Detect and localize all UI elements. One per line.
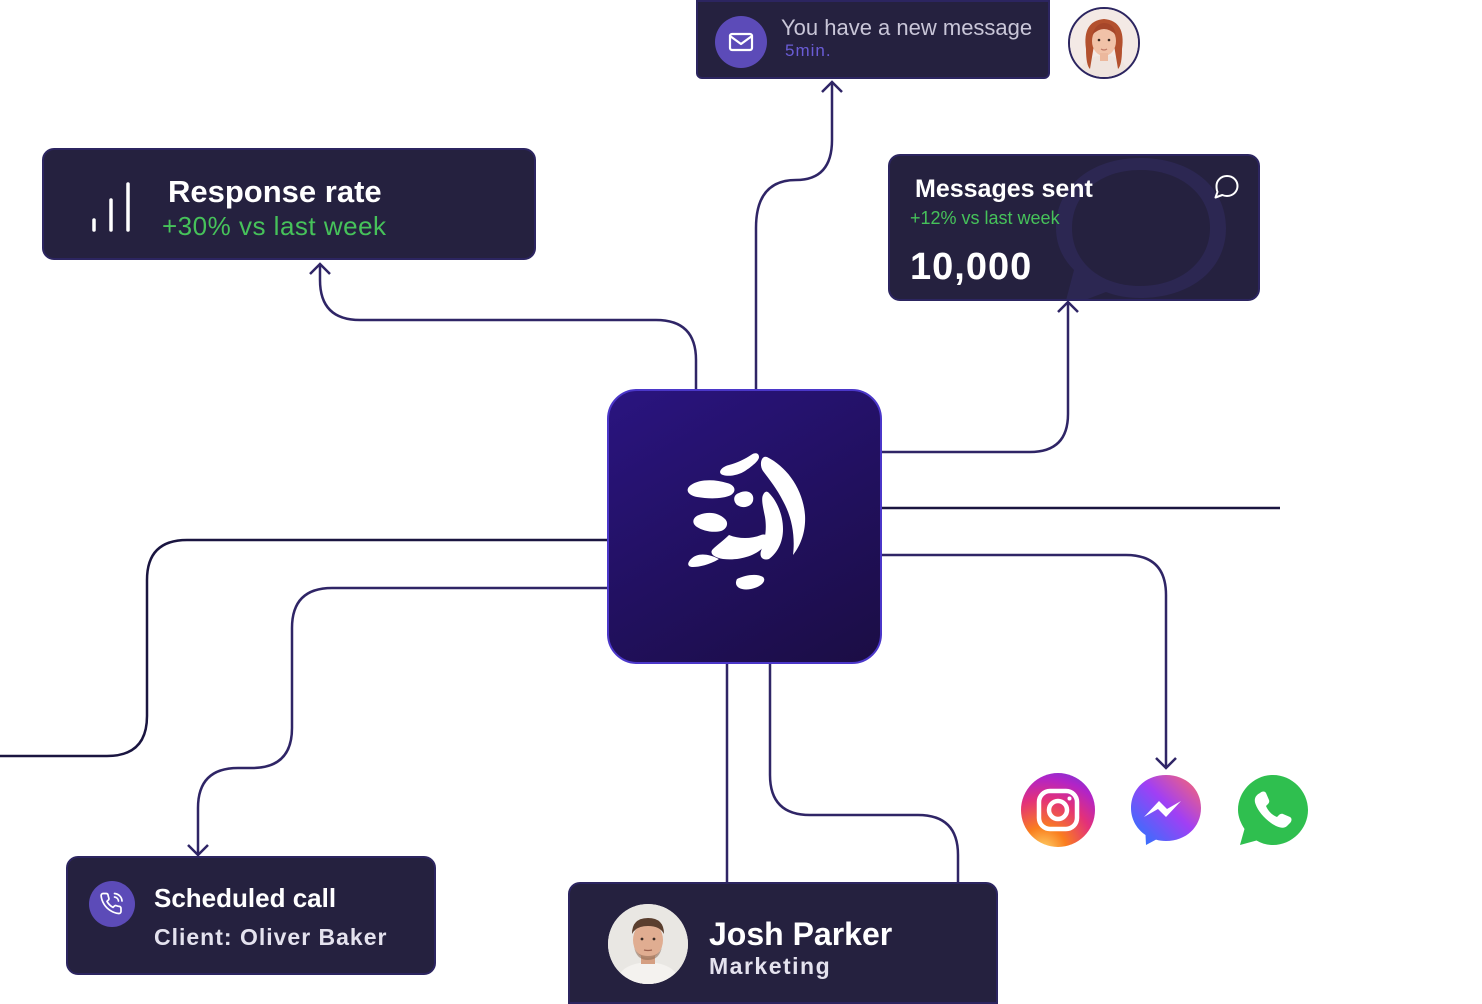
chat-watermark-icon bbox=[1056, 158, 1226, 299]
scheduled-call-client: Client: Oliver Baker bbox=[154, 924, 388, 950]
phone-icon-badge bbox=[89, 881, 135, 927]
woman-portrait-icon bbox=[1070, 9, 1138, 77]
contact-card[interactable]: Josh Parker Marketing bbox=[568, 882, 998, 1004]
man-portrait-icon bbox=[608, 904, 688, 984]
response-rate-card[interactable]: Response rate +30% vs last week bbox=[42, 148, 536, 260]
messages-sent-title: Messages sent bbox=[915, 175, 1093, 203]
phone-icon bbox=[100, 892, 123, 915]
messages-sent-card[interactable]: Messages sent +12% vs last week 10,000 bbox=[888, 154, 1260, 301]
mail-icon-badge bbox=[715, 16, 767, 68]
brand-globe-logo-icon bbox=[687, 453, 806, 590]
contact-avatar bbox=[608, 904, 688, 984]
new-message-notification[interactable]: You have a new message 5min. bbox=[696, 0, 1050, 79]
contact-name: Josh Parker bbox=[709, 916, 893, 952]
notification-time: 5min. bbox=[785, 41, 832, 60]
scheduled-call-card[interactable]: Scheduled call Client: Oliver Baker bbox=[66, 856, 436, 975]
messenger-icon[interactable] bbox=[1129, 773, 1203, 847]
sender-avatar[interactable] bbox=[1068, 7, 1140, 79]
notification-text: You have a new message bbox=[781, 15, 1033, 40]
bar-chart-icon bbox=[92, 182, 130, 232]
central-hub-logo[interactable] bbox=[607, 389, 882, 664]
chat-bubble-icon bbox=[1214, 175, 1239, 199]
scheduled-call-title: Scheduled call bbox=[154, 883, 337, 913]
response-rate-delta: +30% vs last week bbox=[162, 211, 387, 241]
instagram-icon[interactable] bbox=[1021, 773, 1095, 847]
messages-sent-value: 10,000 bbox=[910, 246, 1033, 288]
contact-role: Marketing bbox=[709, 953, 832, 979]
mail-icon bbox=[728, 32, 754, 52]
whatsapp-icon[interactable] bbox=[1236, 773, 1310, 847]
response-rate-title: Response rate bbox=[168, 174, 382, 209]
messages-sent-delta: +12% vs last week bbox=[910, 208, 1060, 228]
